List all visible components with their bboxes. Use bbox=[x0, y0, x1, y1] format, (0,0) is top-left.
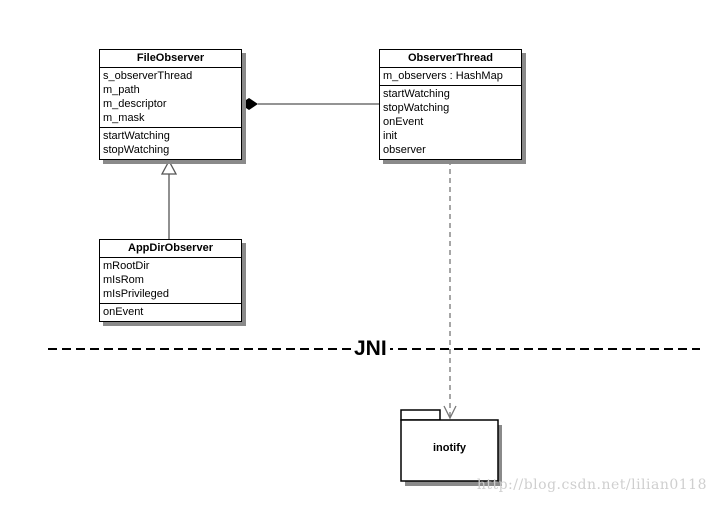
class-observer-thread: ObserverThread m_observers : HashMap sta… bbox=[379, 49, 522, 160]
generalization-arrowhead bbox=[160, 159, 178, 175]
attribute: m_observers : HashMap bbox=[383, 70, 503, 82]
attribute: m_mask bbox=[103, 112, 145, 124]
attributes-section: m_observers : HashMap bbox=[380, 68, 521, 85]
method: init bbox=[383, 130, 398, 142]
class-file-observer: FileObserver s_observerThread m_path m_d… bbox=[99, 49, 242, 160]
watermark: http://blog.csdn.net/lilian0118 bbox=[476, 477, 707, 493]
method: onEvent bbox=[383, 116, 424, 128]
method: startWatching bbox=[383, 88, 450, 100]
method: onEvent bbox=[103, 306, 144, 318]
attribute: mIsRom bbox=[103, 274, 144, 286]
method: stopWatching bbox=[103, 144, 170, 156]
class-app-dir-observer: AppDirObserver mRootDir mIsRom mIsPrivil… bbox=[99, 239, 242, 322]
methods-section: startWatching stopWatching onEvent init … bbox=[380, 85, 521, 159]
jni-boundary-label: JNI bbox=[351, 336, 390, 362]
package-tab bbox=[400, 409, 441, 421]
package-label: inotify bbox=[433, 442, 466, 454]
package-body bbox=[400, 419, 499, 482]
class-name: FileObserver bbox=[100, 50, 241, 68]
composition-diamond bbox=[240, 98, 258, 110]
dependency-arrowhead bbox=[443, 405, 457, 420]
class-name: ObserverThread bbox=[380, 50, 521, 68]
attributes-section: mRootDir mIsRom mIsPrivileged bbox=[100, 258, 241, 303]
attributes-section: s_observerThread m_path m_descriptor m_m… bbox=[100, 68, 241, 127]
attribute: m_path bbox=[103, 84, 140, 96]
method: startWatching bbox=[103, 130, 170, 142]
attribute: m_descriptor bbox=[103, 98, 167, 110]
methods-section: startWatching stopWatching bbox=[100, 127, 241, 159]
attribute: s_observerThread bbox=[103, 70, 193, 82]
attribute: mIsPrivileged bbox=[103, 288, 170, 300]
methods-section: onEvent bbox=[100, 303, 241, 321]
attribute: mRootDir bbox=[103, 260, 150, 272]
method: stopWatching bbox=[383, 102, 450, 114]
class-name: AppDirObserver bbox=[100, 240, 241, 258]
method: observer bbox=[383, 144, 426, 156]
